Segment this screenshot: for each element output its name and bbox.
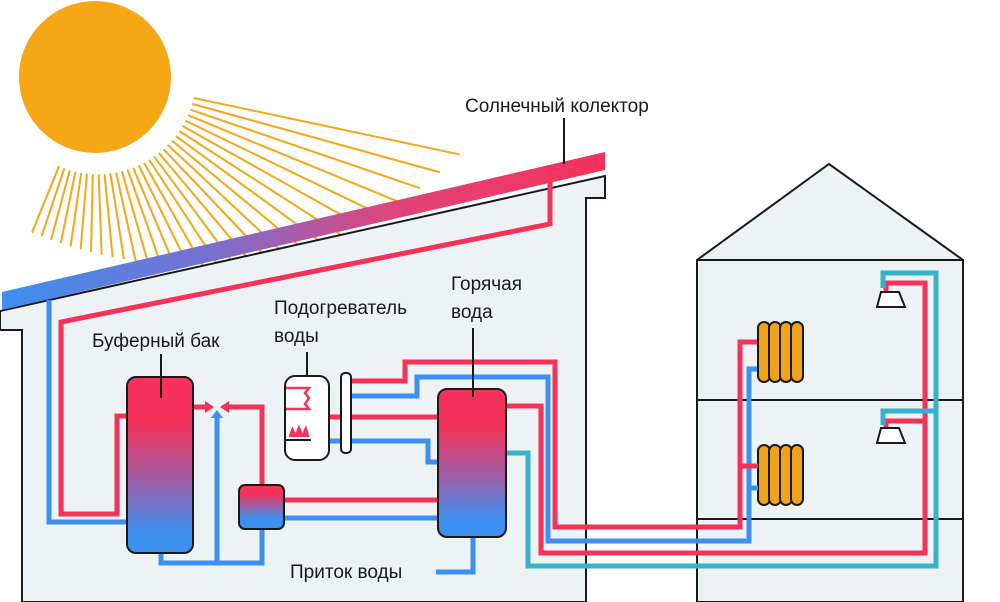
hot-water-tank [437,388,507,538]
sun-ray [190,108,421,189]
shower-head-lower-icon [875,427,907,444]
solar-collector-label: Солнечный колектор [465,96,649,117]
heat-exchanger [238,484,285,530]
tank-cyan-pipe [507,270,939,569]
sun-ray [115,172,137,262]
sun-ray [31,165,60,233]
tank-hot-out-pipe [507,280,928,556]
sun-ray [97,174,103,255]
heating-coil-icon [286,386,312,411]
buffer-tank [126,376,194,554]
sun-ray [69,172,83,247]
buffer-tank-label: Буферный бак [92,331,220,352]
sun-ray [138,165,189,266]
shower-lower-cyan-branch [880,408,936,425]
hot-water-label-1: Горячая [451,274,522,295]
collector-supply-pipe [58,165,553,517]
heater-cold-upper [351,366,757,544]
sun-ray [193,97,460,156]
radiator-lower [757,444,804,506]
sun-ray [50,170,71,241]
collector-return-pipe [46,300,128,525]
sun-ray [121,171,149,264]
sun-ray [90,174,94,253]
radiator-upper [757,321,804,383]
water-inlet-label: Приток воды [290,562,402,583]
shower-head-upper-icon [875,291,907,308]
sun-ray [103,173,114,258]
heater-hot-out-upper [351,339,757,530]
heater-cold-lower [330,438,440,465]
sun-ray [126,169,162,265]
water-heater-label-1: Подогреватель [274,298,407,319]
sun-ray [182,125,361,226]
sun-ray [40,168,66,237]
solar-collector [2,152,605,310]
flame-icon [289,424,309,437]
sun-ray [185,120,381,216]
hot-arrow-right-icon [205,401,214,413]
cold-arrow-icon [211,410,223,418]
sun-ray [187,114,401,203]
water-heater-label-2: воды [274,326,319,347]
buffer-bottom-pipe [158,528,265,566]
sun-ray [192,103,441,174]
sun-ray [179,130,341,236]
sun-icon [19,1,171,153]
sun-ray [132,167,175,266]
sun-ray [109,173,125,260]
exchanger-to-mixer-pipe [228,404,265,488]
sun-ray [79,173,88,250]
heater-manifold [340,372,352,454]
sun-ray [59,171,77,244]
hot-arrow-left-icon [220,401,229,413]
water-inlet-pipe [436,538,476,575]
hot-water-label-2: вода [451,302,493,323]
